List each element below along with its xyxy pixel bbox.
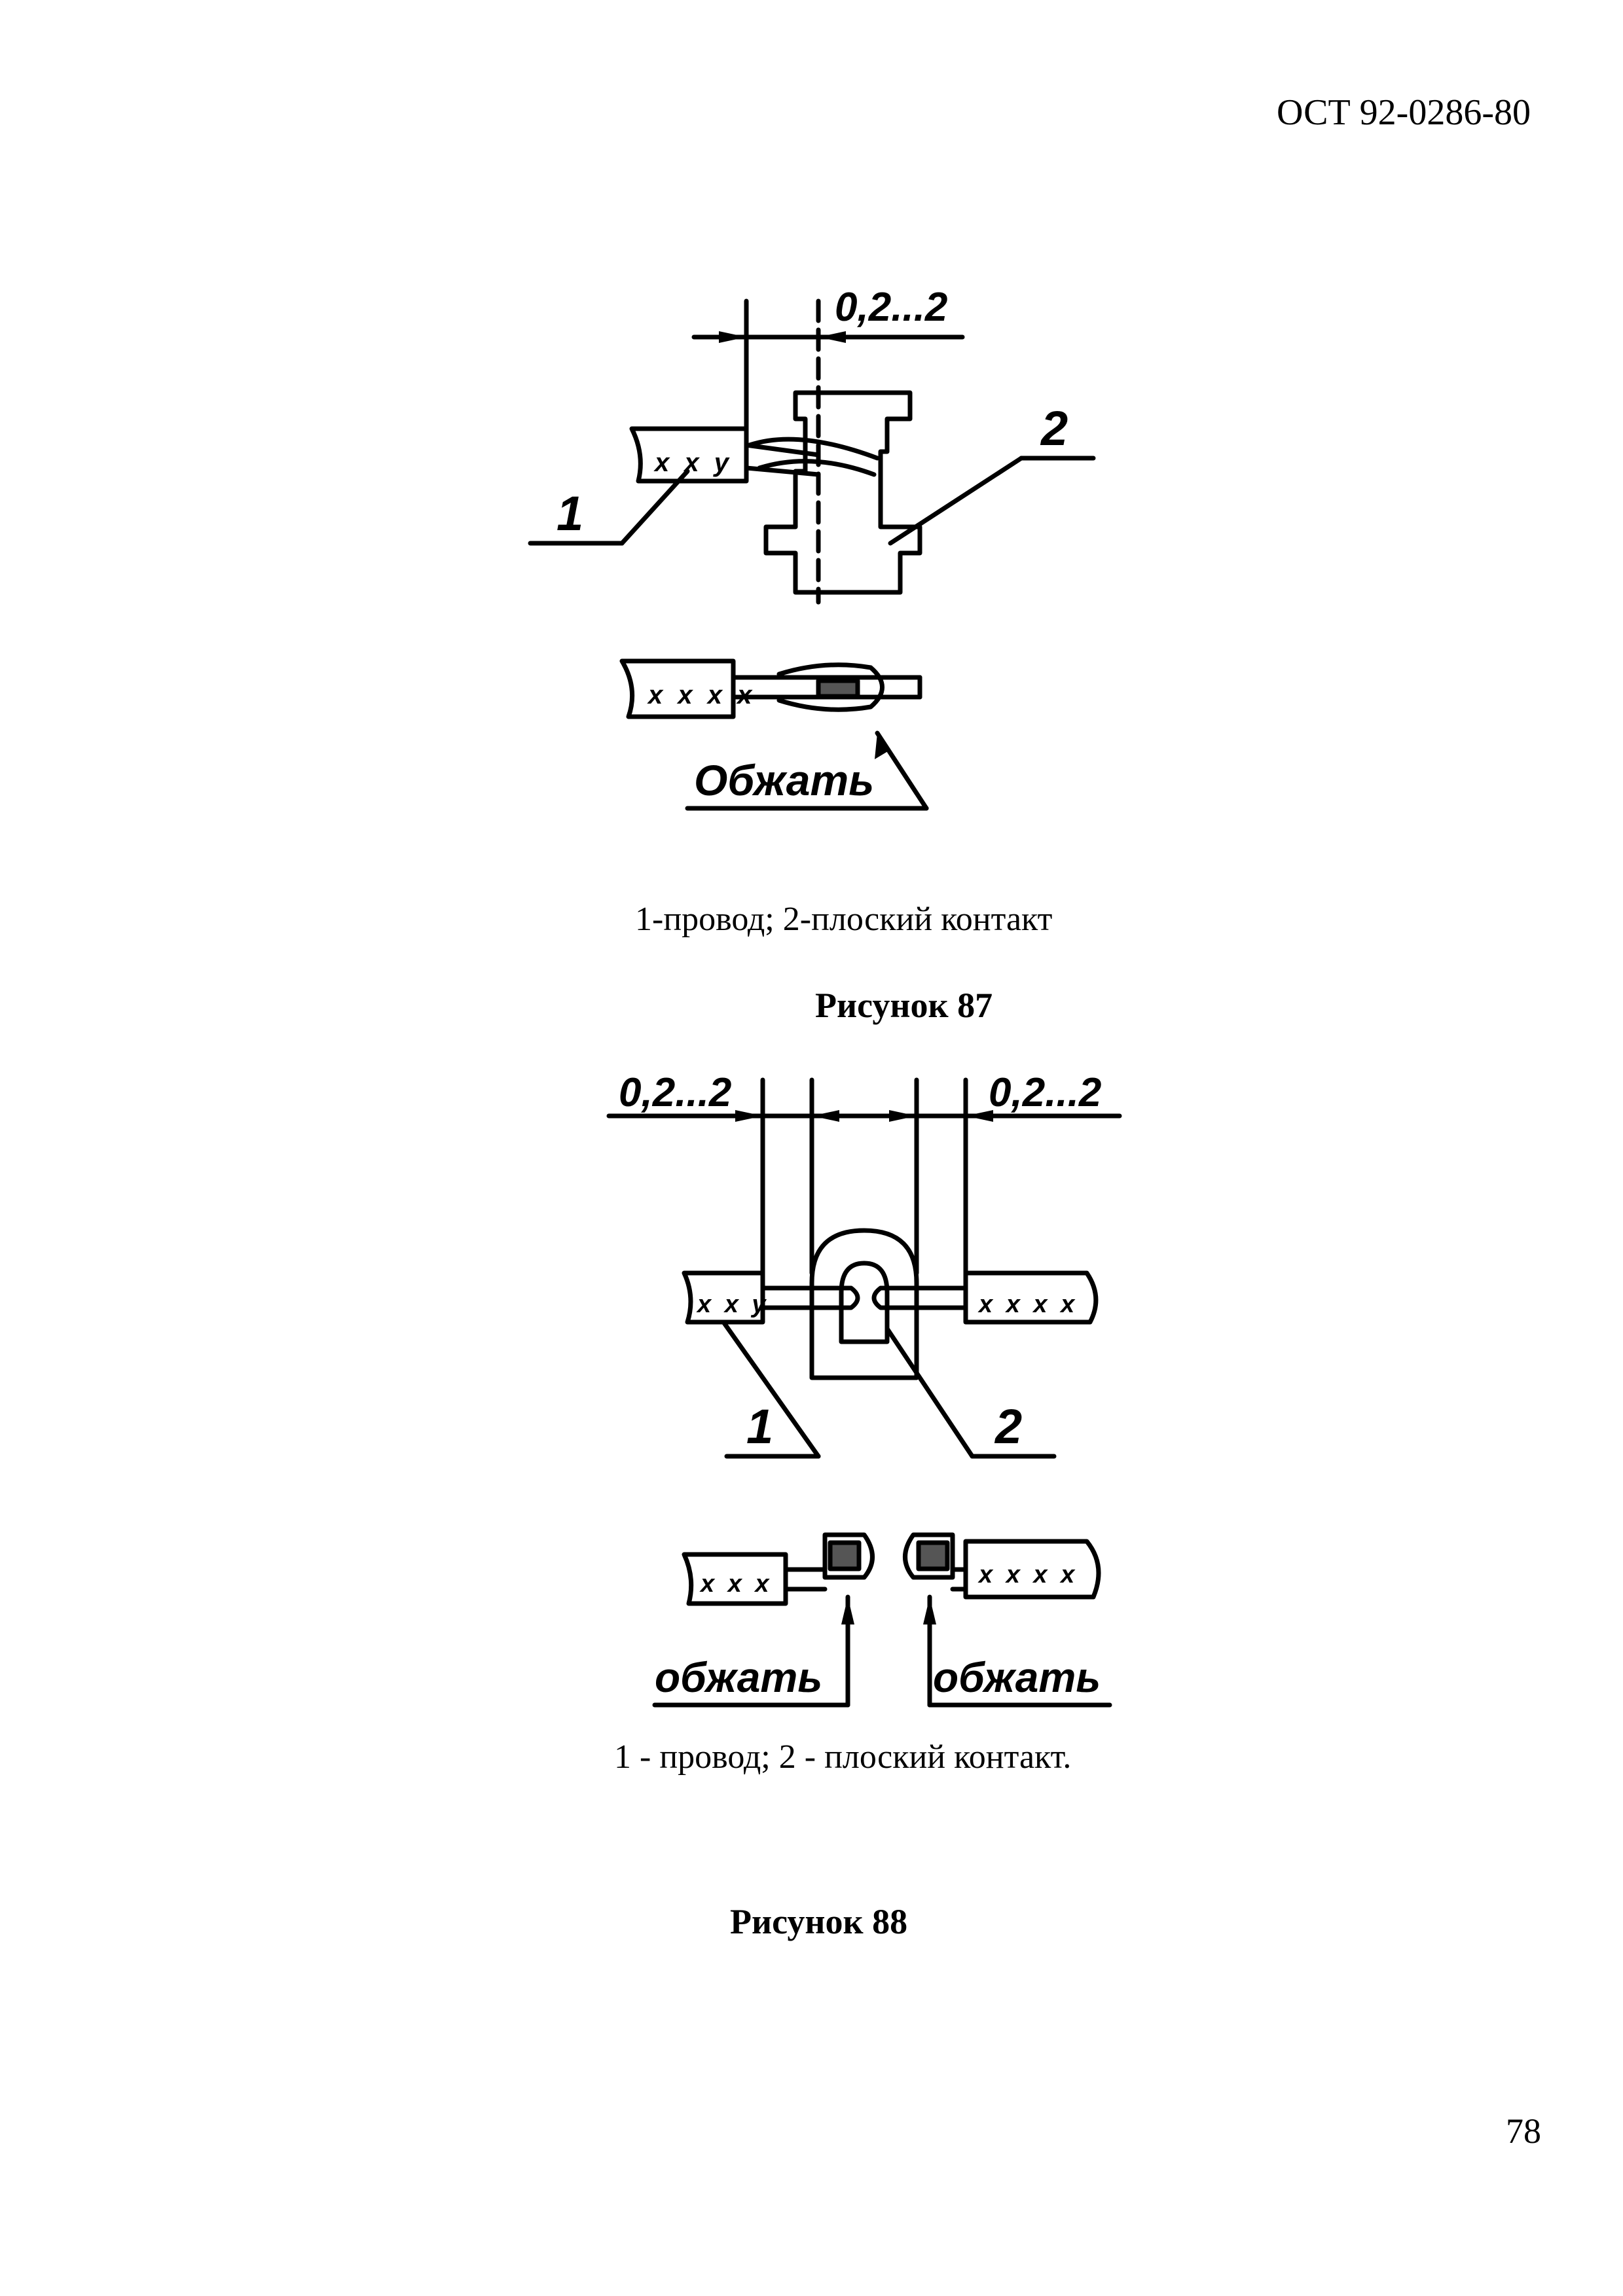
fig87-leader-1 <box>619 469 690 546</box>
fig88-crimp-right-arrow <box>923 1597 936 1624</box>
fig88-left-conductor <box>760 1285 860 1310</box>
fig88-arrow-3 <box>889 1110 917 1122</box>
fig88-crimp-left-sleeve <box>822 1532 875 1580</box>
fig88-crimp-right-section <box>916 1540 950 1571</box>
fig88-callout-2: 2 <box>994 1399 1022 1454</box>
page-number: 78 <box>1506 2111 1541 2151</box>
fig88-dimension-right: 0,2...2 <box>989 1070 1101 1115</box>
fig87-conductor-top <box>744 442 821 457</box>
fig88-arrow-1 <box>735 1110 763 1122</box>
fig87-conductor-bottom <box>744 465 821 477</box>
fig88-arrow-2 <box>812 1110 839 1122</box>
fig88-right-wire-insulation <box>963 1270 1099 1325</box>
fig87-leader-2 <box>888 456 1024 546</box>
fig88-crimp-right-marking: х х х х <box>977 1561 1078 1588</box>
fig87-arrow-left <box>719 331 746 343</box>
fig88-crimp-label-right: обжать <box>933 1654 1101 1701</box>
fig87-crimp-wire-insulation <box>619 658 736 719</box>
fig87-flat-contact <box>763 390 922 595</box>
fig87-wire-wrap <box>747 437 880 477</box>
fig88-crimp-right-sleeve <box>903 1532 955 1580</box>
fig88-left-wire-marking: х х у <box>696 1291 769 1318</box>
fig87-dimension-label: 0,2...2 <box>835 285 947 330</box>
fig87-callout-1: 1 <box>556 486 583 541</box>
fig88-right-conductor <box>871 1285 968 1310</box>
fig87-arrow-right <box>818 331 846 343</box>
fig87-wire-marking: х х у <box>653 448 733 477</box>
fig88-right-wire-marking: х х х х <box>977 1291 1078 1318</box>
fig88-left-wire-insulation <box>682 1270 765 1325</box>
fig87-crimp-label: Обжать <box>694 756 874 804</box>
document-code: ОСТ 92-0286-80 <box>1277 92 1531 133</box>
fig87-crimp-sleeve <box>776 662 884 712</box>
fig87-crimp-section <box>816 678 860 699</box>
figure-87-drawing: 0,2...2 х х у 1 2 х х х х Обжать <box>528 285 1096 811</box>
fig88-caption: 1 - провод; 2 - плоский контакт. <box>614 1738 1072 1776</box>
fig88-crimp-left-insulation <box>682 1552 788 1606</box>
fig87-title: Рисунок 87 <box>815 986 993 1025</box>
fig88-callout-1: 1 <box>746 1399 773 1454</box>
fig88-title: Рисунок 88 <box>730 1902 908 1941</box>
fig87-caption: 1-провод; 2-плоский контакт <box>635 901 1053 938</box>
fig87-crimp-leader <box>875 730 929 811</box>
fig88-crimp-left-section <box>828 1540 862 1571</box>
fig88-arrow-4 <box>966 1110 993 1122</box>
fig88-dimension-left: 0,2...2 <box>619 1070 731 1115</box>
fig88-crimp-label-left: обжать <box>655 1654 822 1701</box>
fig88-leader-2 <box>884 1326 975 1459</box>
fig88-flat-contact <box>809 1228 919 1380</box>
fig88-crimp-left-arrow <box>841 1597 854 1624</box>
fig88-leader-1 <box>721 1319 821 1459</box>
fig88-crimp-right-insulation <box>963 1539 1101 1600</box>
fig87-crimp-arrow <box>875 733 888 759</box>
fig88-crimp-left-marking: х х х <box>699 1570 773 1598</box>
fig87-callout-2: 2 <box>1040 401 1068 456</box>
fig88-contact-slot <box>839 1261 890 1344</box>
fig87-wire-insulation <box>629 426 749 484</box>
